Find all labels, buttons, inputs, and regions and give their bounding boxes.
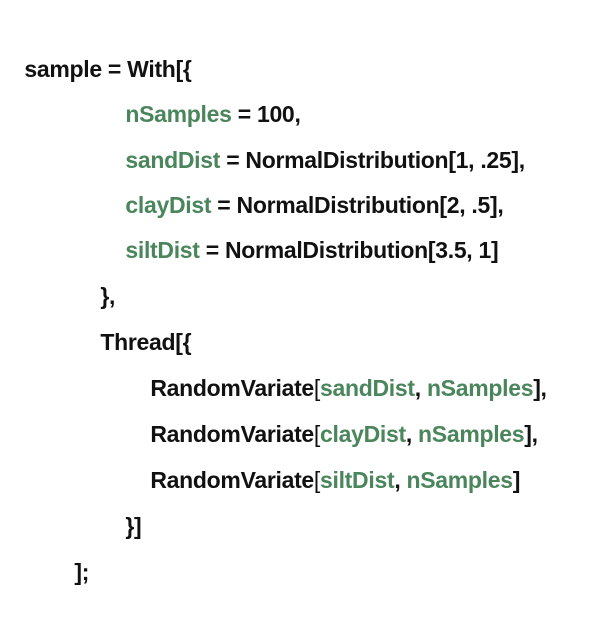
code-cell[interactable]: sample = With[{ nSamples = 100, sandDist… xyxy=(0,0,604,585)
code-line-randomvariate-sand: RandomVariate[sandDist, nSamples], xyxy=(126,319,547,401)
comma: , xyxy=(405,421,419,447)
function-head: RandomVariate xyxy=(150,375,314,401)
code-line-thread-close: }] xyxy=(101,457,141,539)
code-line-claydist: clayDist = NormalDistribution[2, .5], xyxy=(101,136,503,218)
variable-claydist: clayDist xyxy=(125,192,212,218)
assign-operator: = xyxy=(231,101,257,127)
assign-target: sample xyxy=(24,56,102,82)
function-head: NormalDistribution xyxy=(245,147,449,173)
close-bracket: ], xyxy=(524,421,538,447)
variable-nsamples: nSamples xyxy=(418,421,525,447)
variable-sanddist: sandDist xyxy=(125,147,221,173)
function-args: [3.5, 1] xyxy=(427,237,499,263)
assign-operator: = xyxy=(220,147,246,173)
code-line-randomvariate-clay: RandomVariate[clayDist, nSamples], xyxy=(126,365,538,447)
function-args: [1, .25] xyxy=(448,147,519,173)
open-bracket: [{ xyxy=(175,329,192,355)
variable-nsamples: nSamples xyxy=(125,101,232,127)
comma: , xyxy=(414,375,427,401)
comma: , xyxy=(394,467,407,493)
separator: , xyxy=(518,147,525,173)
code-line-sanddist: sandDist = NormalDistribution[1, .25], xyxy=(101,91,525,173)
value: 100 xyxy=(256,101,295,127)
function-head: NormalDistribution xyxy=(236,192,440,218)
separator: , xyxy=(497,192,504,218)
variable-nsamples: nSamples xyxy=(406,467,514,493)
assign-operator: = xyxy=(101,56,128,82)
open-bracket: [ xyxy=(313,375,321,401)
with-head: With xyxy=(127,56,176,82)
code-line-thread: Thread[{ xyxy=(76,273,191,355)
assign-operator: = xyxy=(211,192,237,218)
close-bracket: }] xyxy=(125,513,142,539)
code-line-siltdist: siltDist = NormalDistribution[3.5, 1] xyxy=(101,181,498,263)
function-head: RandomVariate xyxy=(150,467,314,493)
code-line-1: sample = With[{ xyxy=(0,0,192,82)
function-head: RandomVariate xyxy=(150,421,314,447)
close-bracket: ], xyxy=(533,375,547,401)
variable-sanddist: sandDist xyxy=(320,375,415,401)
variable-claydist: clayDist xyxy=(320,421,406,447)
variable-nsamples: nSamples xyxy=(426,375,534,401)
code-line-nsamples: nSamples = 100, xyxy=(101,45,300,127)
assign-operator: = xyxy=(199,237,225,263)
close-brace: }, xyxy=(100,283,116,309)
thread-head: Thread xyxy=(100,329,176,355)
close-bracket: ]; xyxy=(74,559,90,585)
variable-siltdist: siltDist xyxy=(320,467,395,493)
open-bracket: [ xyxy=(313,467,321,493)
open-bracket: [{ xyxy=(175,56,192,82)
code-line-final-close: ]; xyxy=(50,503,89,585)
code-line-close-vars: }, xyxy=(76,227,115,309)
variable-siltdist: siltDist xyxy=(125,237,200,263)
close-bracket: ] xyxy=(512,467,521,493)
function-head: NormalDistribution xyxy=(224,237,428,263)
function-args: [2, .5] xyxy=(439,192,498,218)
code-line-randomvariate-silt: RandomVariate[siltDist, nSamples] xyxy=(126,411,520,493)
separator: , xyxy=(294,101,301,127)
open-bracket: [ xyxy=(313,421,321,447)
